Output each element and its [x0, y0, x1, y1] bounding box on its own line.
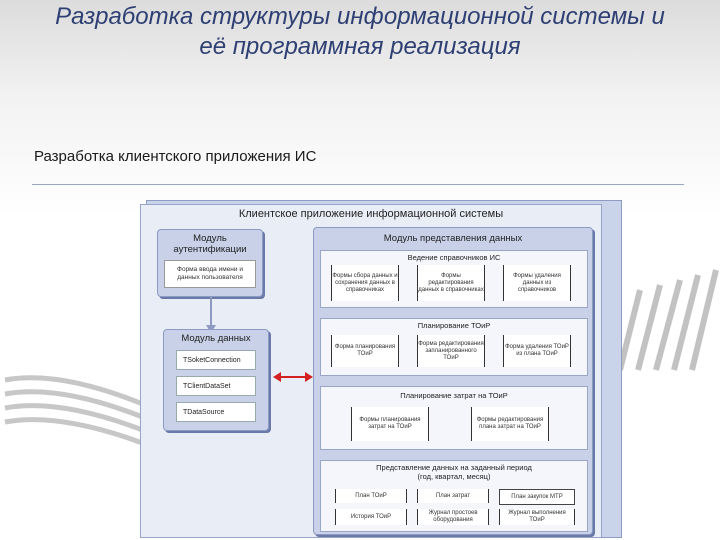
form-dir-edit: Формы редактирования данных в справочник… — [417, 265, 485, 301]
report-plan-procurement: План закупок МТР — [499, 489, 575, 505]
data-item-socket: TSoketConnection — [176, 350, 256, 370]
report-downtime-log: Журнал простоев оборудования — [417, 509, 489, 525]
section-directories: Ведение справочников ИС Формы сбора данн… — [320, 250, 588, 308]
divider-line — [32, 184, 684, 185]
report-plan-costs: План затрат — [417, 489, 489, 503]
section-planning: Планирование ТОиР Форма планирования ТОи… — [320, 318, 588, 376]
data-item-datasource: TDataSource — [176, 402, 256, 422]
slide-title: Разработка структуры информационной сист… — [0, 2, 720, 62]
form-dir-create: Формы сбора данных и сохранения данных в… — [331, 265, 399, 301]
report-execution-log: Журнал выполнения ТОиР — [499, 509, 575, 525]
auth-form: Форма ввода имени и данных пользователя — [164, 260, 256, 288]
form-costs-edit: Формы редактирования плана затрат на ТОи… — [471, 407, 549, 441]
client-app-container: Клиентское приложение информационной сис… — [140, 204, 602, 538]
auth-form-label: Форма ввода имени и данных пользователя — [177, 266, 243, 281]
section-planning-title: Планирование ТОиР — [417, 321, 491, 330]
form-plan-delete: Форма удаления ТОиР из плана ТОиР — [503, 335, 571, 367]
data-module-title: Модуль данных — [181, 333, 251, 344]
presentation-module: Модуль представления данных Ведение спра… — [313, 227, 593, 535]
section-directories-title: Ведение справочников ИС — [407, 253, 501, 262]
decorative-swoosh-left — [4, 375, 146, 447]
report-plan-toir: План ТОиР — [335, 489, 407, 503]
form-costs-plan: Формы планирования затрат на ТОиР — [351, 407, 429, 441]
section-period-subtitle: (год, квартал, месяц) — [417, 472, 491, 481]
slide-title-line2: её программная реализация — [199, 33, 521, 60]
section-costs: Планирование затрат на ТОиР Формы планир… — [320, 386, 588, 450]
form-plan-create: Форма планирования ТОиР — [331, 335, 399, 367]
data-module: Модуль данных TSoketConnection TClientDa… — [163, 329, 269, 431]
auth-module-title: Модуль аутентификации — [173, 233, 247, 255]
data-presentation-arrow — [273, 372, 313, 382]
form-plan-edit: Форма редактирования запланированного ТО… — [417, 335, 485, 367]
auth-module: Модуль аутентификации Форма ввода имени … — [157, 229, 263, 297]
section-period-report: Представление данных на заданный период … — [320, 460, 588, 532]
data-item-clientdataset: TClientDataSet — [176, 376, 256, 396]
slide-title-line1: Разработка структуры информационной сист… — [55, 3, 665, 30]
client-app-title: Клиентское приложение информационной сис… — [238, 208, 504, 220]
form-dir-delete: Формы удаления данных из справочников — [503, 265, 571, 301]
slide-subtitle: Разработка клиентского приложения ИС — [34, 148, 317, 165]
presentation-module-title: Модуль представления данных — [383, 233, 523, 244]
decorative-swoosh-right — [617, 269, 719, 371]
report-history-toir: История ТОиР — [335, 509, 407, 525]
section-period-title: Представление данных на заданный период — [376, 463, 532, 472]
section-costs-title: Планирование затрат на ТОиР — [400, 391, 508, 400]
